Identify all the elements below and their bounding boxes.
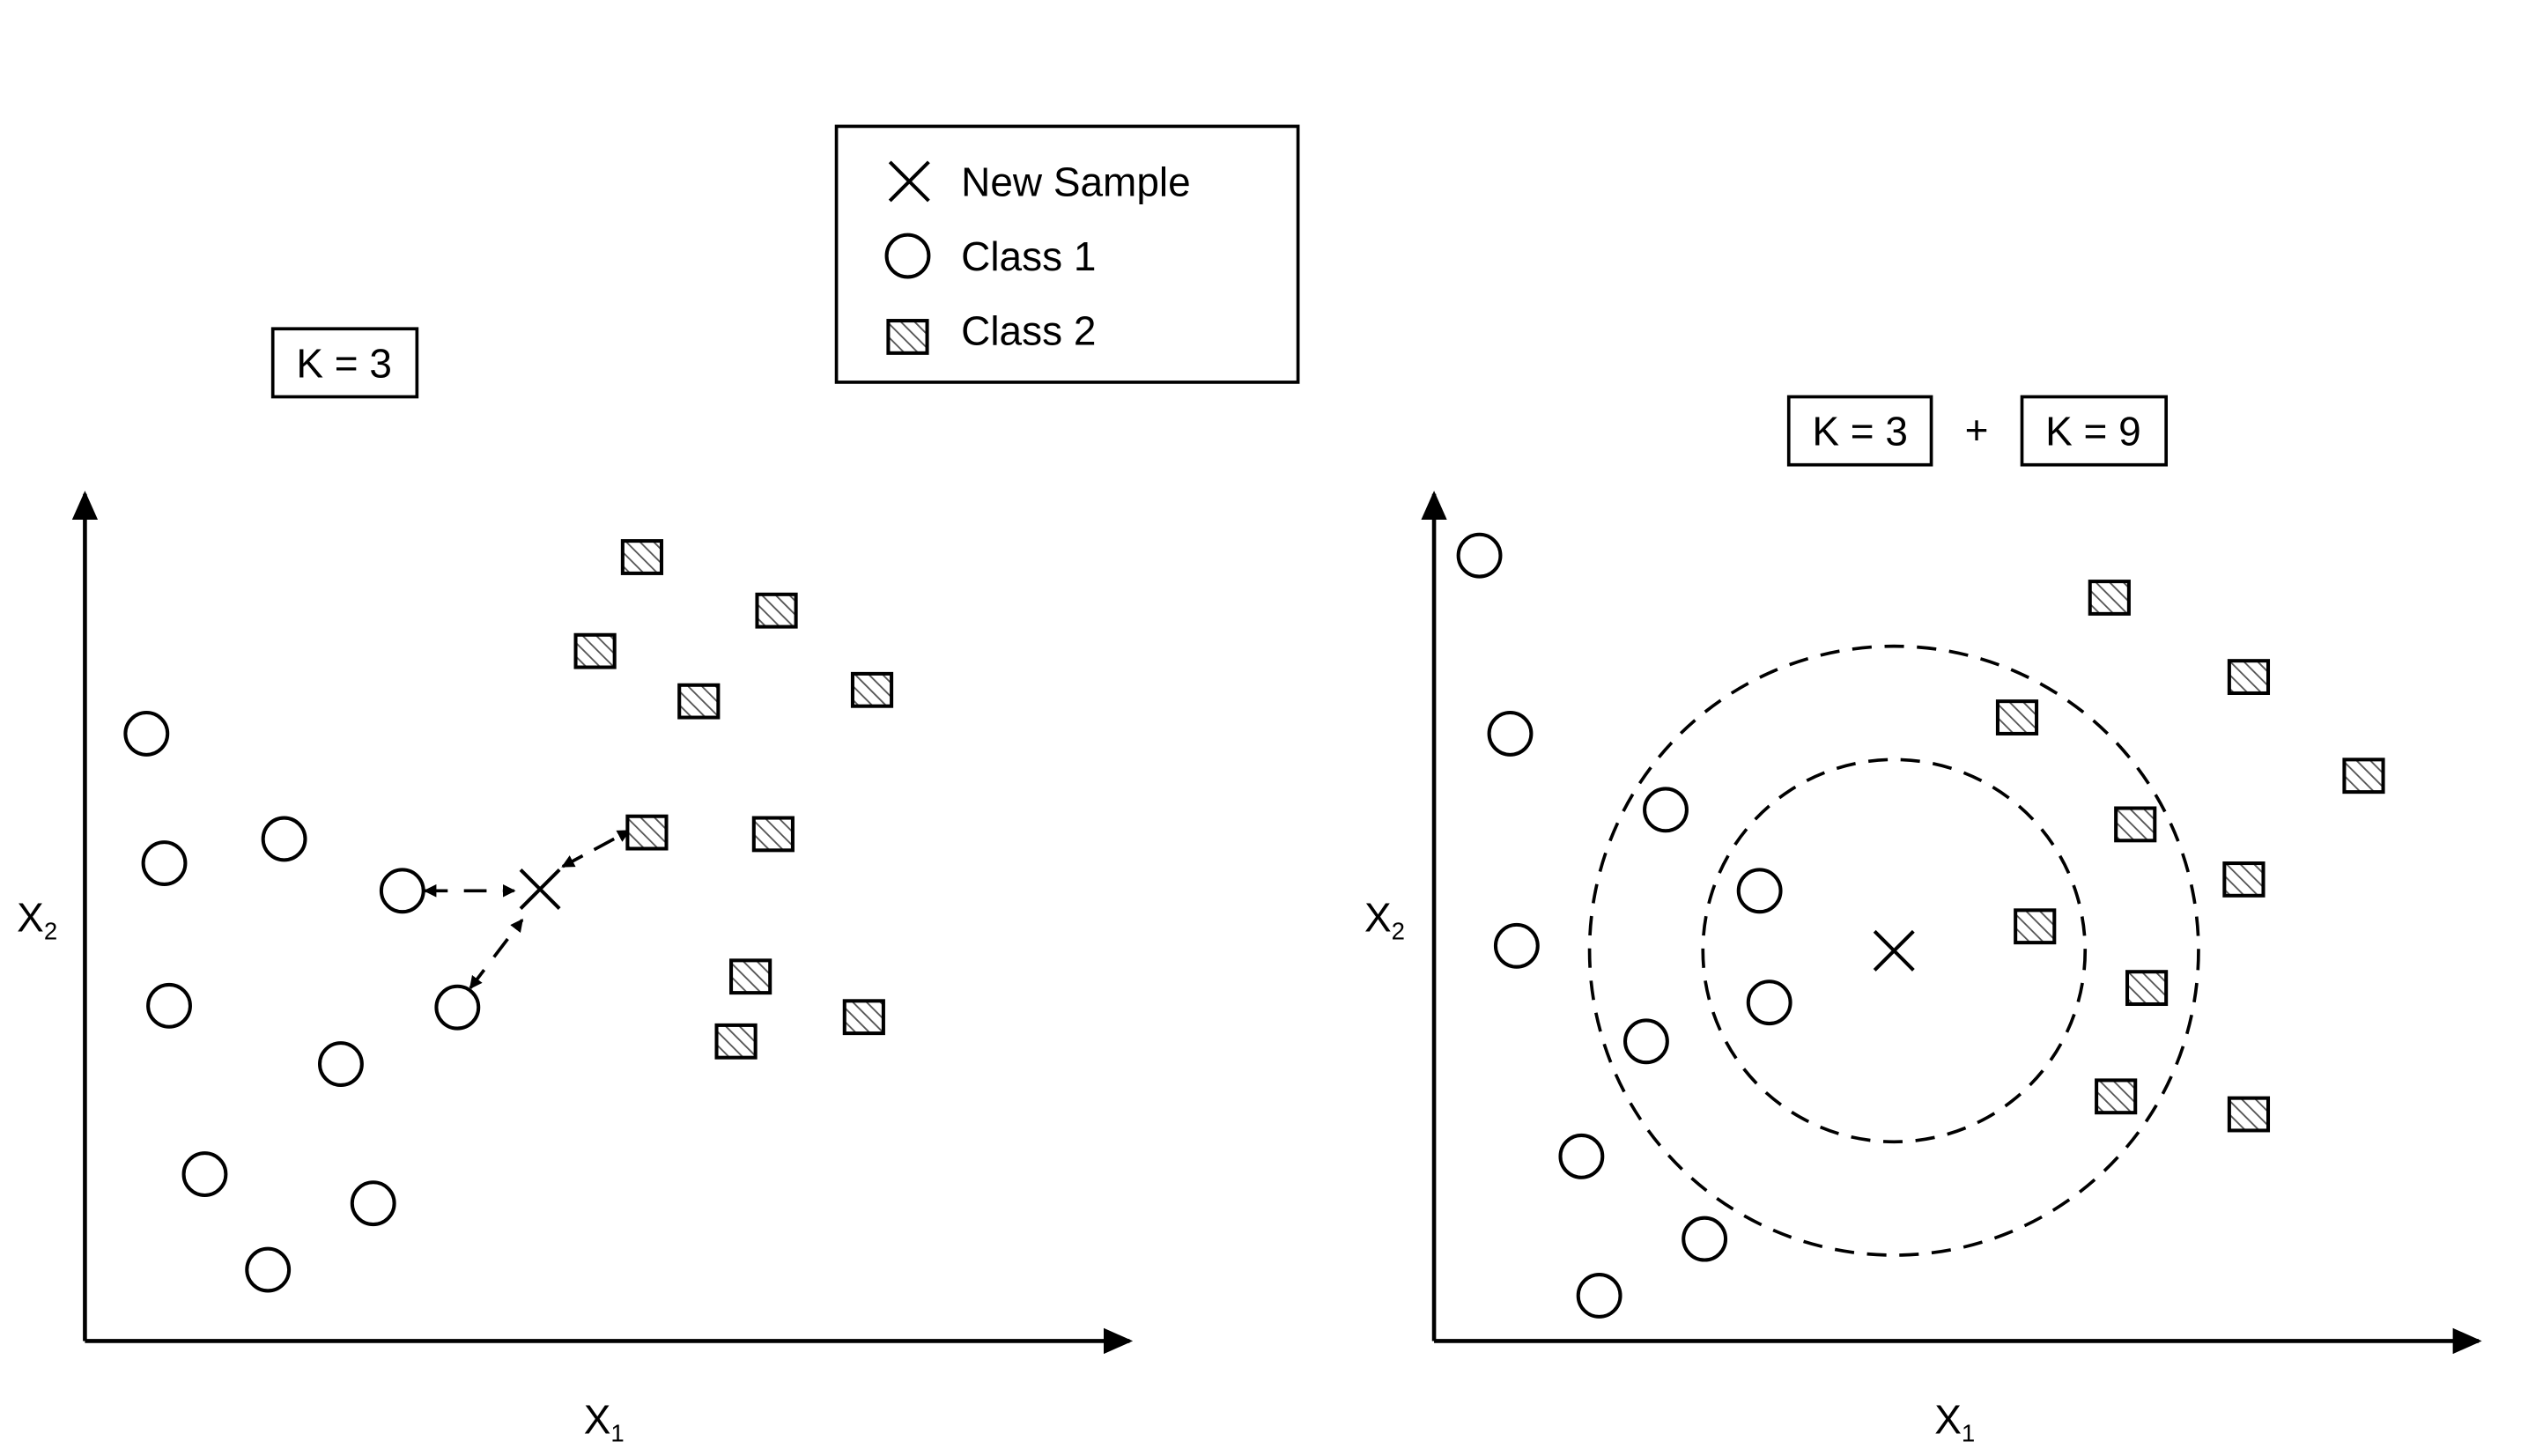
- class-2-point: [842, 999, 885, 1036]
- class-1-point: [1736, 868, 1783, 914]
- class-1-point: [141, 840, 188, 886]
- plus-sign: +: [1965, 407, 1989, 453]
- class-1-point: [1682, 1216, 1728, 1262]
- class-2-point: [714, 1023, 758, 1060]
- distance-arrow: [469, 918, 524, 990]
- class-1-point: [1576, 1273, 1623, 1319]
- class-1-point: [123, 711, 170, 757]
- class-1-point: [1746, 979, 1793, 1026]
- right-panel: K = 3 + K = 9 X2 X1: [1364, 395, 2482, 1446]
- class-2-point: [755, 592, 798, 629]
- class-2-point: [850, 671, 894, 708]
- new-sample-point: [519, 868, 561, 910]
- class-2-point: [677, 683, 721, 720]
- y-axis-label: X2: [17, 894, 57, 944]
- class-1-point: [1456, 532, 1503, 579]
- class-2-point: [751, 816, 795, 853]
- class-2-point: [2088, 580, 2131, 616]
- k9-radius-circle: [1587, 644, 2200, 1257]
- class-1-point: [1643, 787, 1689, 833]
- circle-icon: [884, 233, 931, 279]
- k-label: K = 3: [296, 340, 392, 386]
- new-sample-point: [1873, 929, 1915, 972]
- class-2-point: [2342, 758, 2385, 795]
- y-axis-label: X2: [1364, 894, 1405, 944]
- distance-arrows: [423, 829, 631, 990]
- k3-label: K = 3: [1812, 409, 1908, 455]
- x-axis-label: X1: [584, 1396, 625, 1446]
- class-1-point: [379, 868, 425, 914]
- left-panel: K = 3 X2 X1: [17, 327, 1134, 1446]
- distance-arrow: [561, 829, 631, 868]
- class-1-point: [1493, 922, 1540, 969]
- class-2-point: [625, 814, 669, 851]
- class-2-point: [573, 632, 617, 669]
- class-1-point: [261, 816, 307, 862]
- class-1-point: [318, 1041, 364, 1087]
- legend-label-new-sample: New Sample: [961, 159, 1191, 204]
- class-2-point: [729, 958, 772, 995]
- class-2-point: [2222, 861, 2266, 898]
- k9-label-box: [2020, 395, 2168, 467]
- class-2-point: [2014, 908, 2057, 945]
- legend: New Sample Class 1 Class 2: [834, 124, 1300, 384]
- class-2-point: [2125, 970, 2169, 1007]
- class-1-point: [434, 984, 481, 1031]
- k-label-box: [270, 327, 419, 399]
- class-1-point: [1487, 711, 1534, 757]
- class-2-point: [2227, 659, 2271, 695]
- class-1-point: [1623, 1018, 1669, 1065]
- k3-label-box: [1786, 395, 1933, 467]
- class-1-point: [245, 1246, 292, 1293]
- x-axis-label: X1: [1934, 1396, 1975, 1446]
- hatched-square-icon: [886, 319, 929, 355]
- class-2-point: [2095, 1078, 2138, 1115]
- cross-icon: [888, 160, 930, 203]
- class-2-point: [2227, 1096, 2271, 1133]
- legend-label-class-1: Class 1: [961, 233, 1096, 279]
- class-1-point: [350, 1180, 396, 1227]
- k9-label: K = 9: [2045, 409, 2141, 455]
- class-2-point: [2114, 806, 2157, 843]
- legend-label-class-2: Class 2: [961, 308, 1096, 354]
- class-2-point: [620, 539, 664, 575]
- class-2-point: [1995, 699, 2039, 735]
- class-1-point: [146, 982, 192, 1029]
- class-1-point: [1558, 1133, 1605, 1179]
- k3-radius-circle: [1701, 758, 2088, 1144]
- class-1-point: [181, 1151, 228, 1197]
